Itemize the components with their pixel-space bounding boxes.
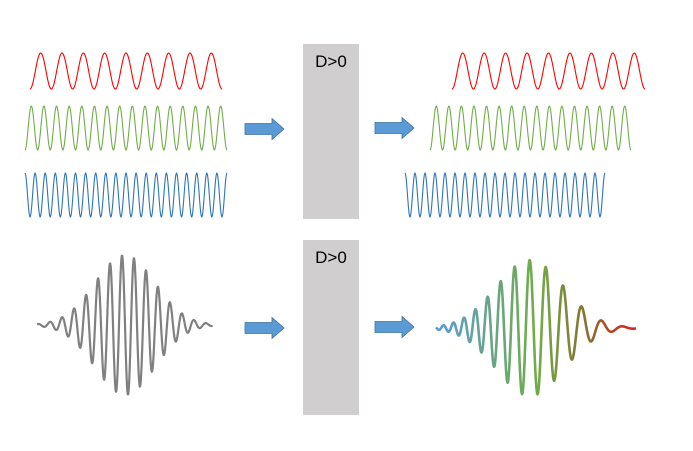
arrow-right-icon	[374, 315, 415, 339]
dispersive-medium-bottom: D>0	[303, 240, 359, 415]
input-gray-pulse	[36, 254, 214, 396]
input-green-wave	[24, 105, 228, 151]
arrow-right-icon	[244, 117, 285, 141]
dispersive-medium-top: D>0	[303, 44, 359, 219]
medium-label-bottom: D>0	[315, 248, 347, 267]
arrow-right-icon	[244, 316, 285, 340]
arrow-right-icon	[374, 116, 415, 140]
medium-label-top: D>0	[315, 52, 347, 71]
input-blue-wave	[24, 172, 228, 218]
input-red-wave	[29, 52, 223, 90]
output-chirped-pulse	[435, 258, 637, 396]
output-blue-wave	[404, 172, 606, 218]
output-green-wave	[429, 105, 632, 151]
output-red-wave	[451, 52, 646, 90]
